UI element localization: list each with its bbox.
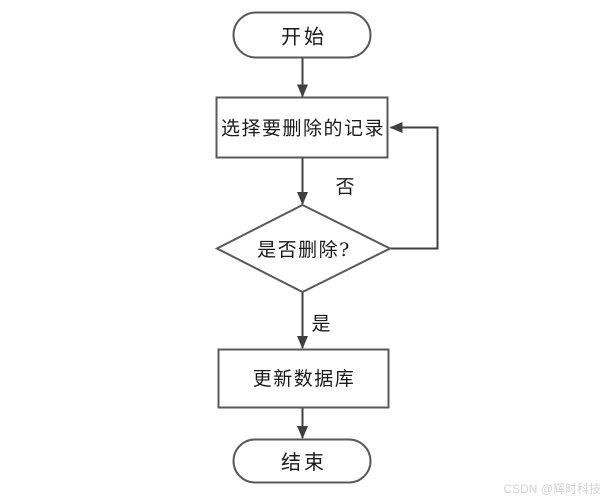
start-label: 开始 [281,25,327,49]
edge-label-no: 否 [335,176,354,198]
end-terminator-shape [232,438,372,484]
watermark-text: CSDN @辉时科技 [503,482,601,496]
decision-diamond-shape [214,203,393,294]
update-process-shape [217,348,390,409]
edge-label-yes: 是 [311,313,330,335]
edge-decision-no-loop [389,122,439,250]
end-label: 结束 [281,450,327,474]
start-terminator-shape [232,11,372,59]
update-label: 更新数据库 [253,368,356,390]
select-label: 选择要删除的记录 [221,118,385,140]
select-process-shape [215,96,389,159]
decision-label: 是否删除? [257,239,351,261]
